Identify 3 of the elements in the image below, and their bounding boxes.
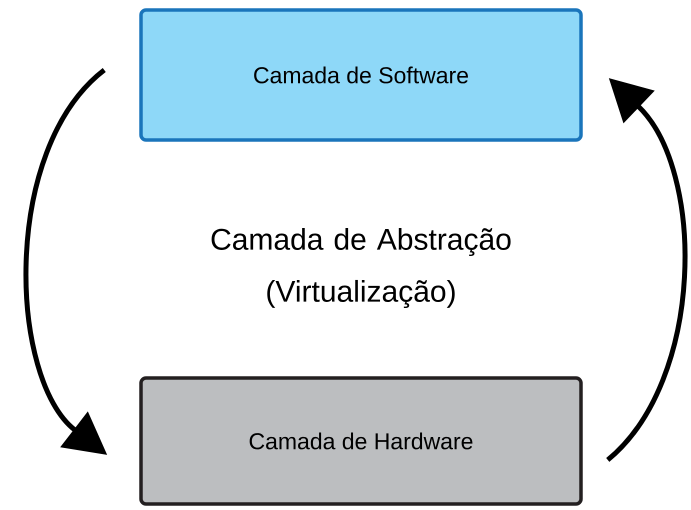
layer-caption: Camada de Abstração (Virtualização): [212, 228, 511, 308]
hardware-layer-box: Camada de Hardware: [139, 376, 583, 506]
software-layer-box: Camada de Software: [139, 8, 583, 142]
